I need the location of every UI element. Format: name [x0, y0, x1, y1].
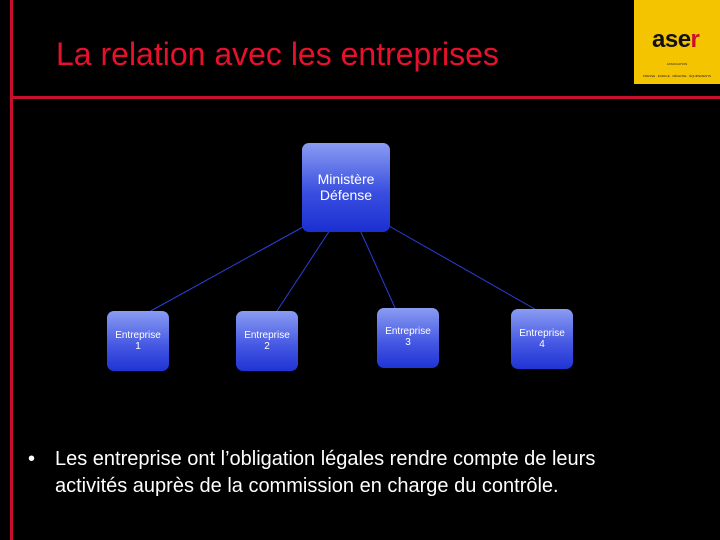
- node-e4-line1: Entreprise: [519, 328, 565, 339]
- slide-title: La relation avec les entreprises: [56, 36, 499, 72]
- frame-top-line: [10, 96, 720, 99]
- bullet-dot-icon: •: [28, 448, 36, 470]
- node-e3-line2: 3: [405, 337, 411, 348]
- node-e1-line1: Entreprise: [115, 330, 161, 341]
- connector-root-e1: [137, 221, 313, 319]
- connector-root-e3: [359, 229, 397, 311]
- node-e3-line1: Entreprise: [385, 326, 431, 337]
- aser-logo: aser ASSOCIATION PRESSE · ESPACE · DÉFEN…: [634, 0, 720, 84]
- bullet-text: Les entreprise ont l’obligation légales …: [55, 448, 596, 497]
- frame-left-line: [10, 0, 13, 540]
- node-e2-line2: 2: [264, 341, 270, 352]
- logo-subline: ASSOCIATION: [666, 62, 688, 66]
- node-entreprise-3: Entreprise 3: [377, 308, 439, 368]
- node-ministere-defense: Ministère Défense: [302, 143, 390, 232]
- node-e1-line2: 1: [135, 341, 141, 352]
- node-entreprise-1: Entreprise 1: [107, 311, 169, 371]
- logo-tagline: PRESSE · ESPACE · DÉFENSE · ÉQUIPEMENTS: [642, 74, 712, 78]
- connector-root-e4: [381, 221, 541, 313]
- bullet-list: • Les entreprise ont l’obligation légale…: [28, 446, 668, 500]
- logo-wordmark: aser: [652, 26, 700, 54]
- node-root-line1: Ministère: [317, 171, 375, 188]
- node-e2-line1: Entreprise: [244, 330, 290, 341]
- node-entreprise-2: Entreprise 2: [236, 311, 298, 371]
- logo-accent: r: [690, 26, 700, 53]
- bullet-item: • Les entreprise ont l’obligation légale…: [28, 446, 668, 500]
- logo-prefix: ase: [652, 26, 691, 53]
- node-entreprise-4: Entreprise 4: [511, 309, 573, 369]
- node-e4-line2: 4: [539, 339, 545, 350]
- node-root-line2: Défense: [319, 186, 373, 203]
- connector-root-e2: [274, 229, 331, 315]
